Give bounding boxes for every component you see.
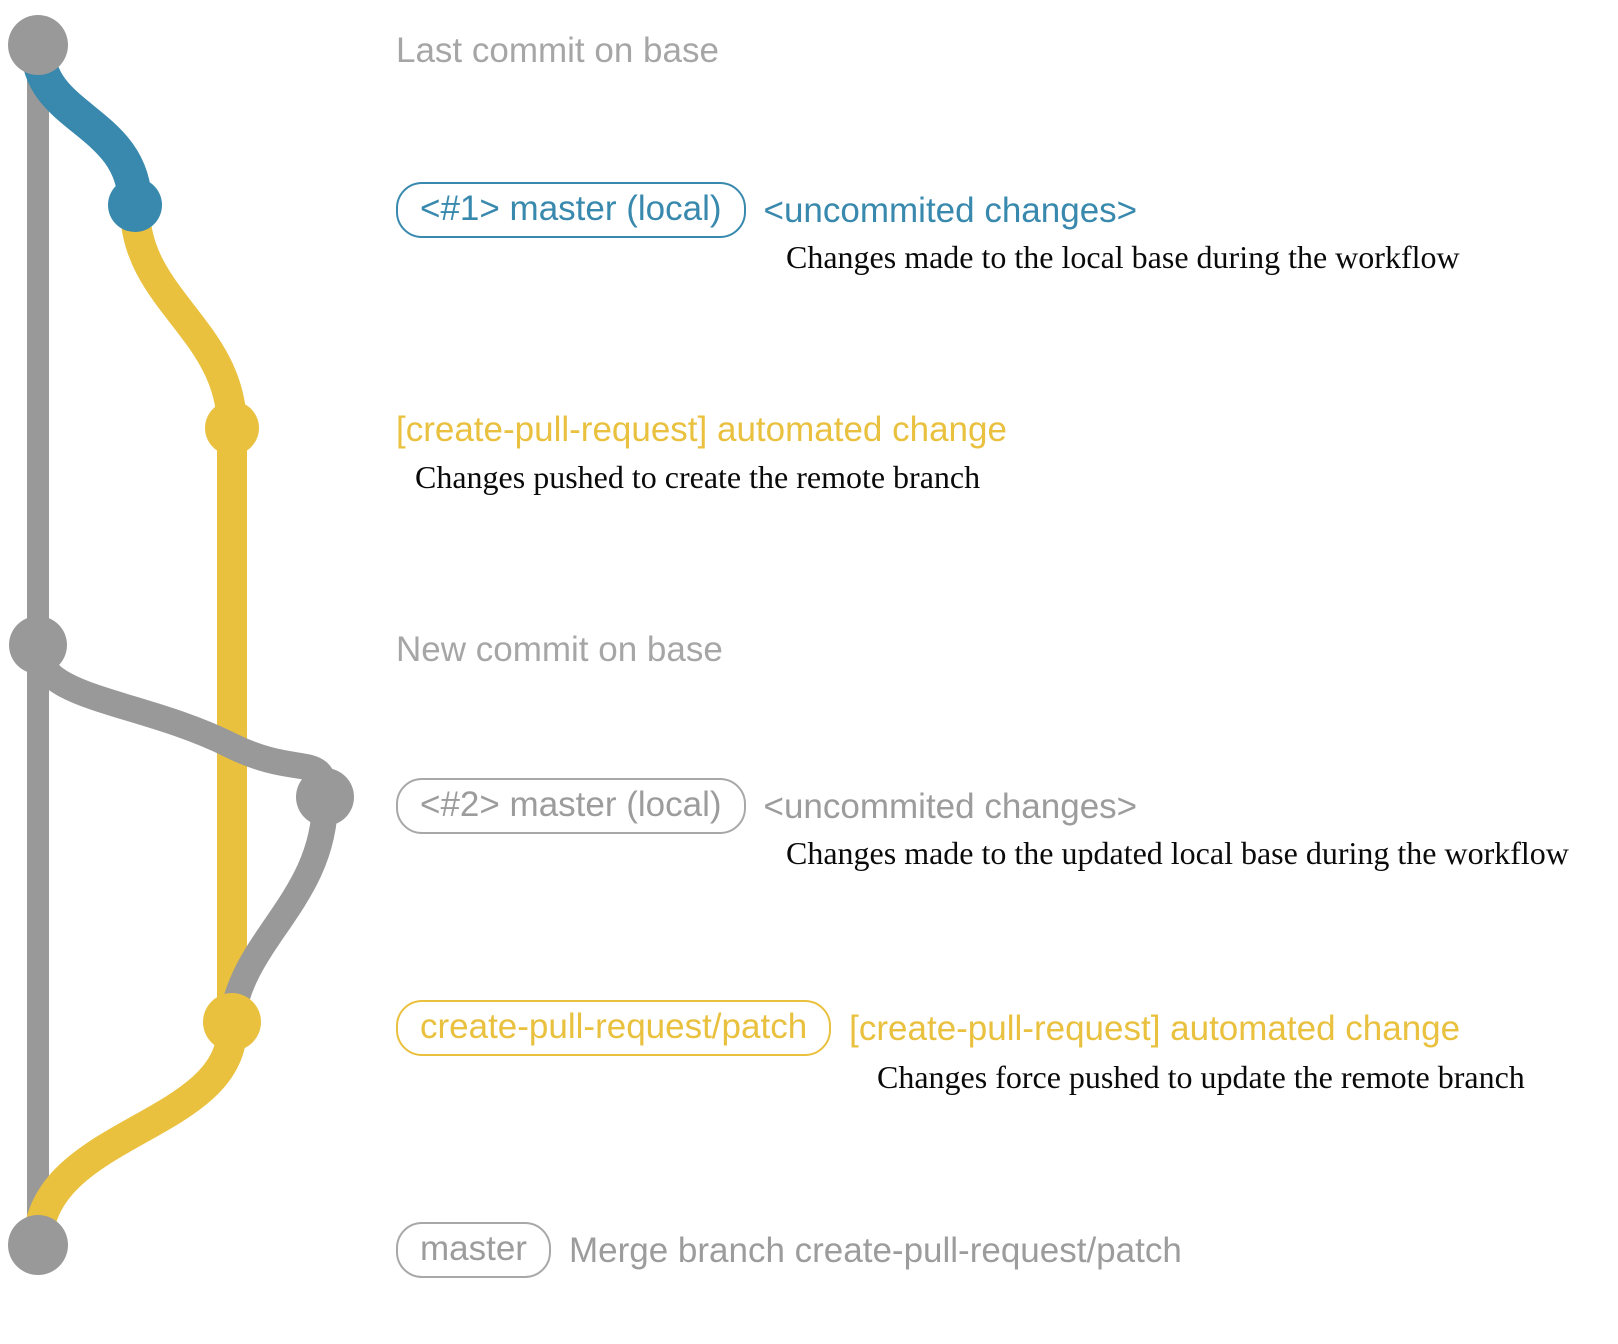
commit-message-automated-change-2: [create-pull-request] automated change xyxy=(849,1008,1461,1048)
description-master-local-1: Changes made to the local base during th… xyxy=(786,241,1460,273)
row-master-local-2: <#2> master (local) <uncommited changes> xyxy=(396,778,1137,834)
merge-line xyxy=(23,1013,247,1260)
description-master-local-2: Changes made to the updated local base d… xyxy=(786,837,1569,869)
local-to-patch-line xyxy=(219,787,338,1035)
branch-badge-master-local-1[interactable]: <#1> master (local) xyxy=(396,182,746,238)
local-branch-line-1 xyxy=(21,31,152,222)
branch-badge-create-pull-request-patch[interactable]: create-pull-request/patch xyxy=(396,1000,832,1056)
commit-node-new-base[interactable] xyxy=(9,616,67,674)
commit-message-master-local-2: <uncommited changes> xyxy=(763,786,1138,826)
commit-node-merge[interactable] xyxy=(8,1215,68,1275)
row-merge-branch: master Merge branch create-pull-request/… xyxy=(396,1222,1182,1278)
commit-message-automated-change-1: [create-pull-request] automated change xyxy=(396,410,1007,449)
commit-node-patch-2[interactable] xyxy=(203,993,261,1051)
row-automated-change-2: create-pull-request/patch [create-pull-r… xyxy=(396,1000,1460,1056)
commit-message-merge-branch: Merge branch create-pull-request/patch xyxy=(568,1230,1182,1270)
local-branch-line-2 xyxy=(25,635,338,810)
row-master-local-1: <#1> master (local) <uncommited changes> xyxy=(396,182,1137,238)
commit-node-local-1[interactable] xyxy=(108,178,162,232)
commit-node-base-head[interactable] xyxy=(8,15,68,75)
patch-branch-line-1 xyxy=(120,193,247,1037)
row-last-commit-on-base: Last commit on base xyxy=(396,33,719,68)
branch-badge-master[interactable]: master xyxy=(396,1222,551,1278)
description-automated-change-2: Changes force pushed to update the remot… xyxy=(877,1061,1525,1093)
branch-badge-master-local-2[interactable]: <#2> master (local) xyxy=(396,778,746,834)
description-text: Changes force pushed to update the remot… xyxy=(877,1059,1525,1095)
commit-message-master-local-1: <uncommited changes> xyxy=(763,190,1138,230)
row-automated-change-1: [create-pull-request] automated change xyxy=(396,412,1007,447)
description-text: Changes made to the updated local base d… xyxy=(786,835,1569,871)
commit-node-patch-1[interactable] xyxy=(205,401,259,455)
row-new-commit-on-base: New commit on base xyxy=(396,632,723,667)
commit-message-last-commit-on-base: Last commit on base xyxy=(396,31,719,70)
commit-node-local-2[interactable] xyxy=(296,768,354,826)
commit-message-new-commit-on-base: New commit on base xyxy=(396,630,723,669)
description-text: Changes made to the local base during th… xyxy=(786,239,1460,275)
description-text: Changes pushed to create the remote bran… xyxy=(415,459,981,495)
description-automated-change-1: Changes pushed to create the remote bran… xyxy=(415,461,980,493)
